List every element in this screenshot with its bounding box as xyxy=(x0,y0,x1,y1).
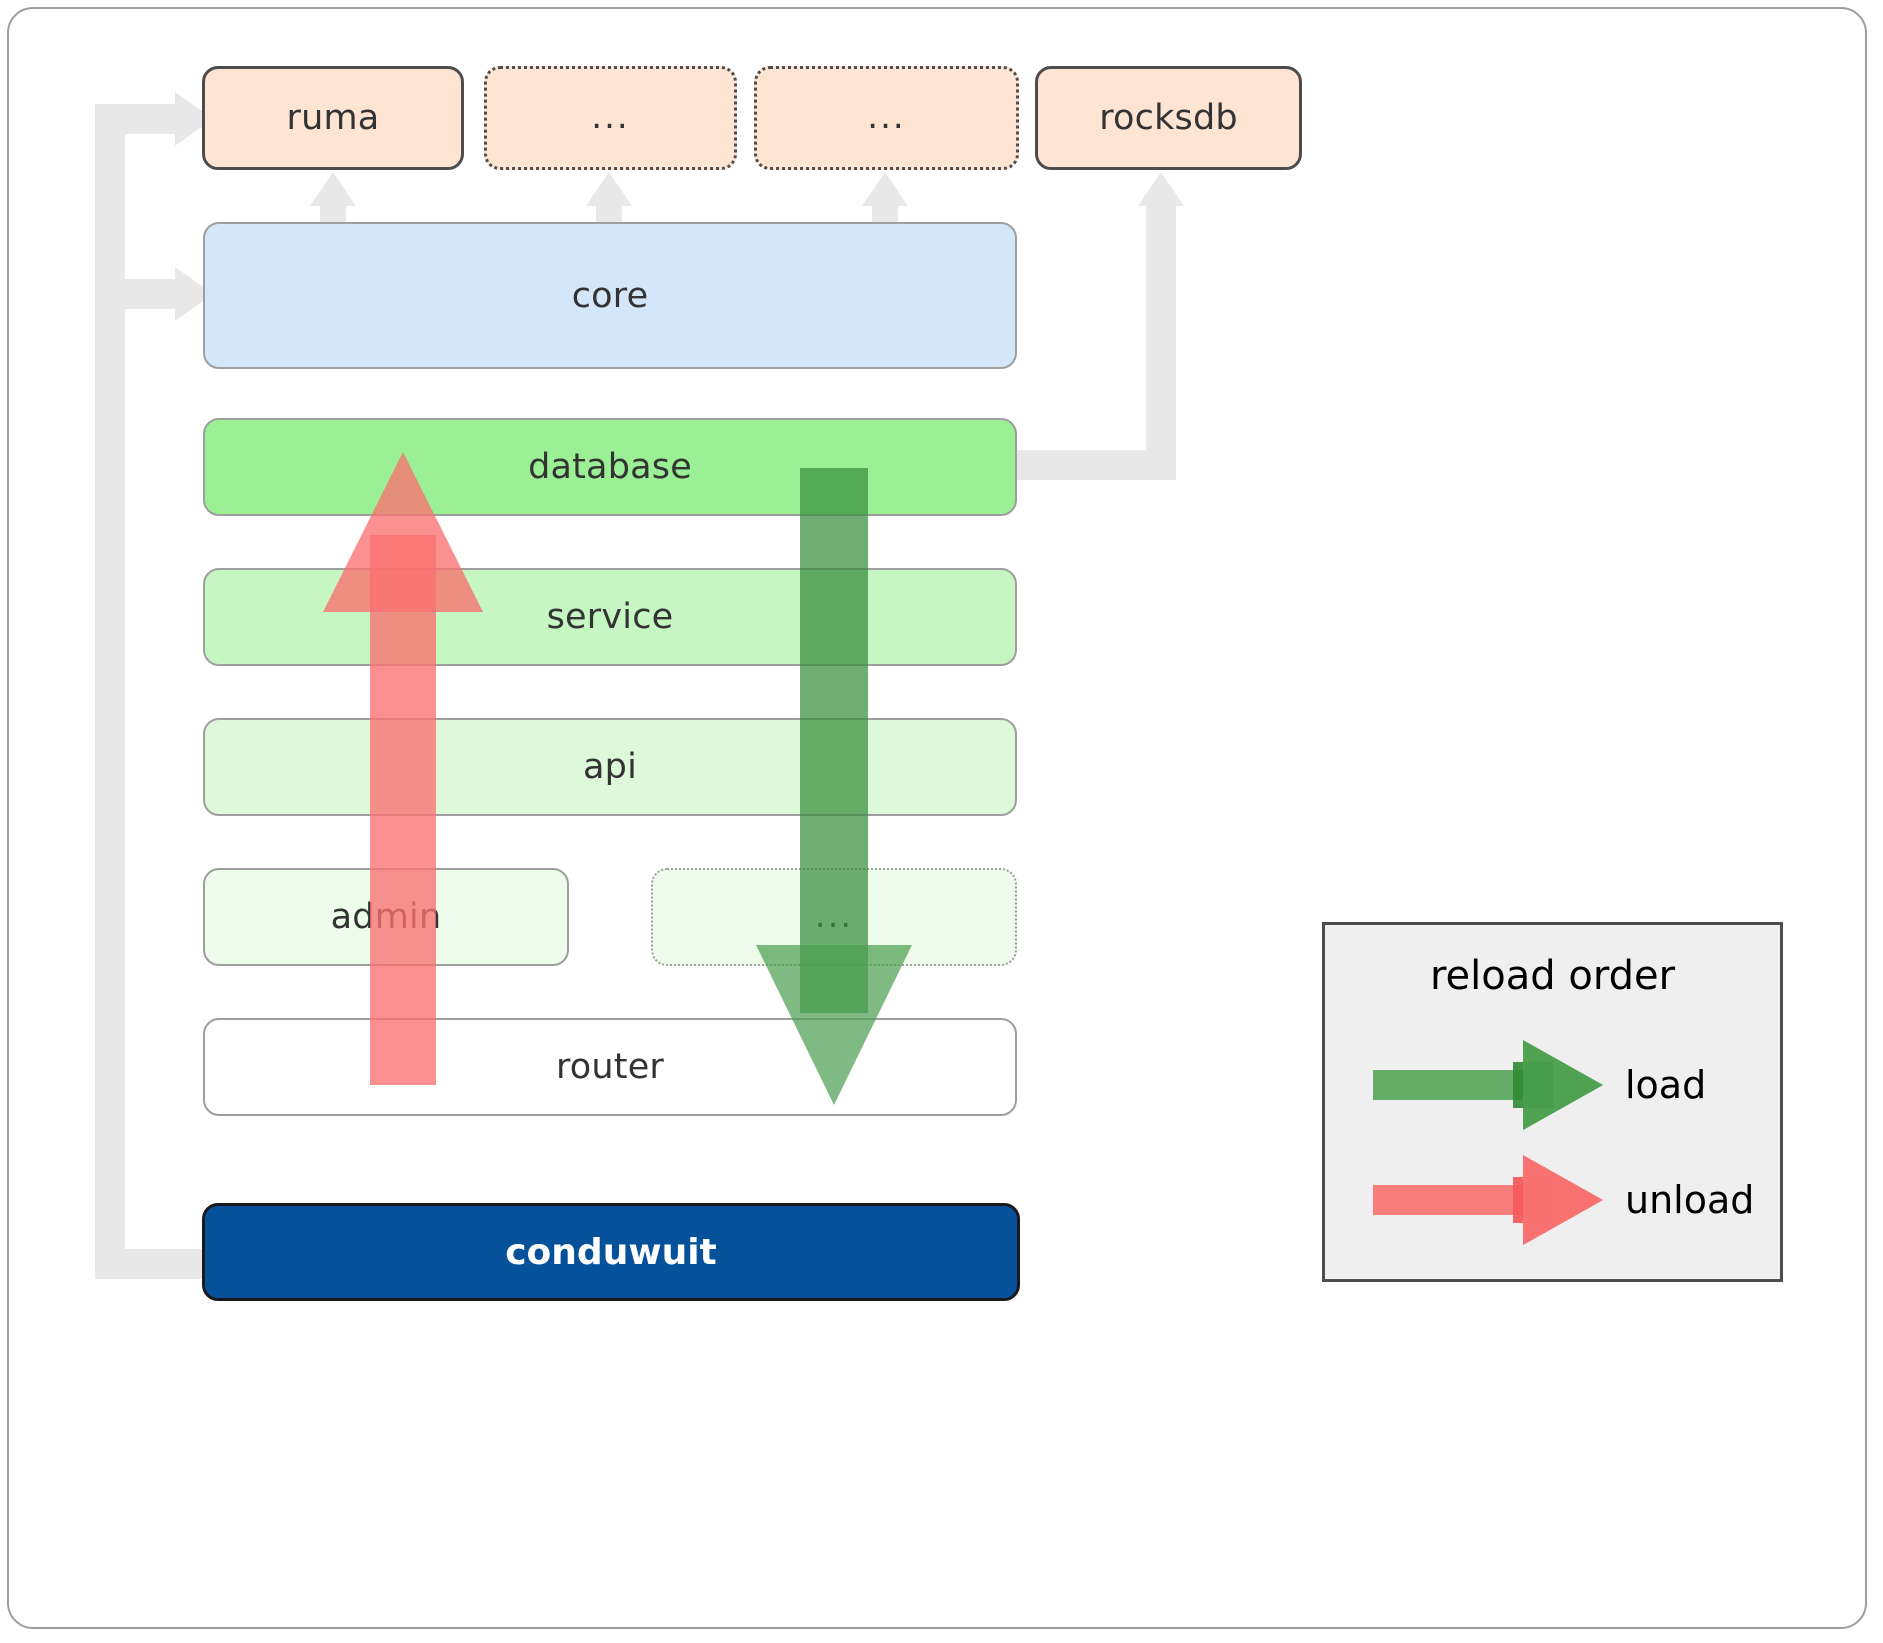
legend-title: reload order xyxy=(1429,953,1676,999)
node-conduwuit-label: conduwuit xyxy=(505,1231,717,1273)
node-conduwuit[interactable]: conduwuit xyxy=(202,1203,1020,1301)
unload-arrow-shaft xyxy=(370,535,436,1085)
legend-panel: reload order load unload xyxy=(1322,922,1783,1282)
node-external-2-label: ... xyxy=(867,97,906,138)
node-api[interactable]: api xyxy=(203,718,1017,816)
connector-core-to-ext1-head xyxy=(586,172,632,206)
node-rocksdb[interactable]: rocksdb xyxy=(1035,66,1302,170)
node-api-label: api xyxy=(583,747,637,787)
legend-row-load: load xyxy=(1325,1040,1780,1130)
connector-core-to-ruma-head xyxy=(310,172,356,206)
node-ruma[interactable]: ruma xyxy=(202,66,464,170)
node-core[interactable]: core xyxy=(203,222,1017,369)
node-rocksdb-label: rocksdb xyxy=(1099,98,1238,138)
connector-database-to-rocksdb-head xyxy=(1138,172,1184,206)
connector-trunk-vertical xyxy=(95,104,125,1264)
node-core-label: core xyxy=(571,275,649,316)
connector-core-to-ext2-head xyxy=(862,172,908,206)
legend-row-unload: unload xyxy=(1325,1155,1780,1245)
load-arrow-shaft xyxy=(800,468,868,1013)
connector-branch-to-ruma xyxy=(118,104,180,134)
node-external-1[interactable]: ... xyxy=(484,66,737,170)
node-external-1-label: ... xyxy=(591,97,630,138)
node-service-label: service xyxy=(546,597,674,637)
load-arrow-head xyxy=(756,945,912,1105)
connector-branch-to-core xyxy=(118,279,180,309)
unload-arrow-head xyxy=(323,452,483,612)
node-external-2[interactable]: ... xyxy=(754,66,1019,170)
node-ruma-label: ruma xyxy=(286,98,380,138)
load-arrow-icon xyxy=(1373,1040,1603,1130)
connector-database-to-rocksdb-vertical xyxy=(1146,200,1176,465)
node-database-label: database xyxy=(528,447,692,487)
legend-label-unload: unload xyxy=(1625,1178,1755,1222)
unload-arrow-icon xyxy=(1373,1155,1603,1245)
node-router-label: router xyxy=(555,1047,665,1087)
legend-label-load: load xyxy=(1625,1063,1707,1107)
